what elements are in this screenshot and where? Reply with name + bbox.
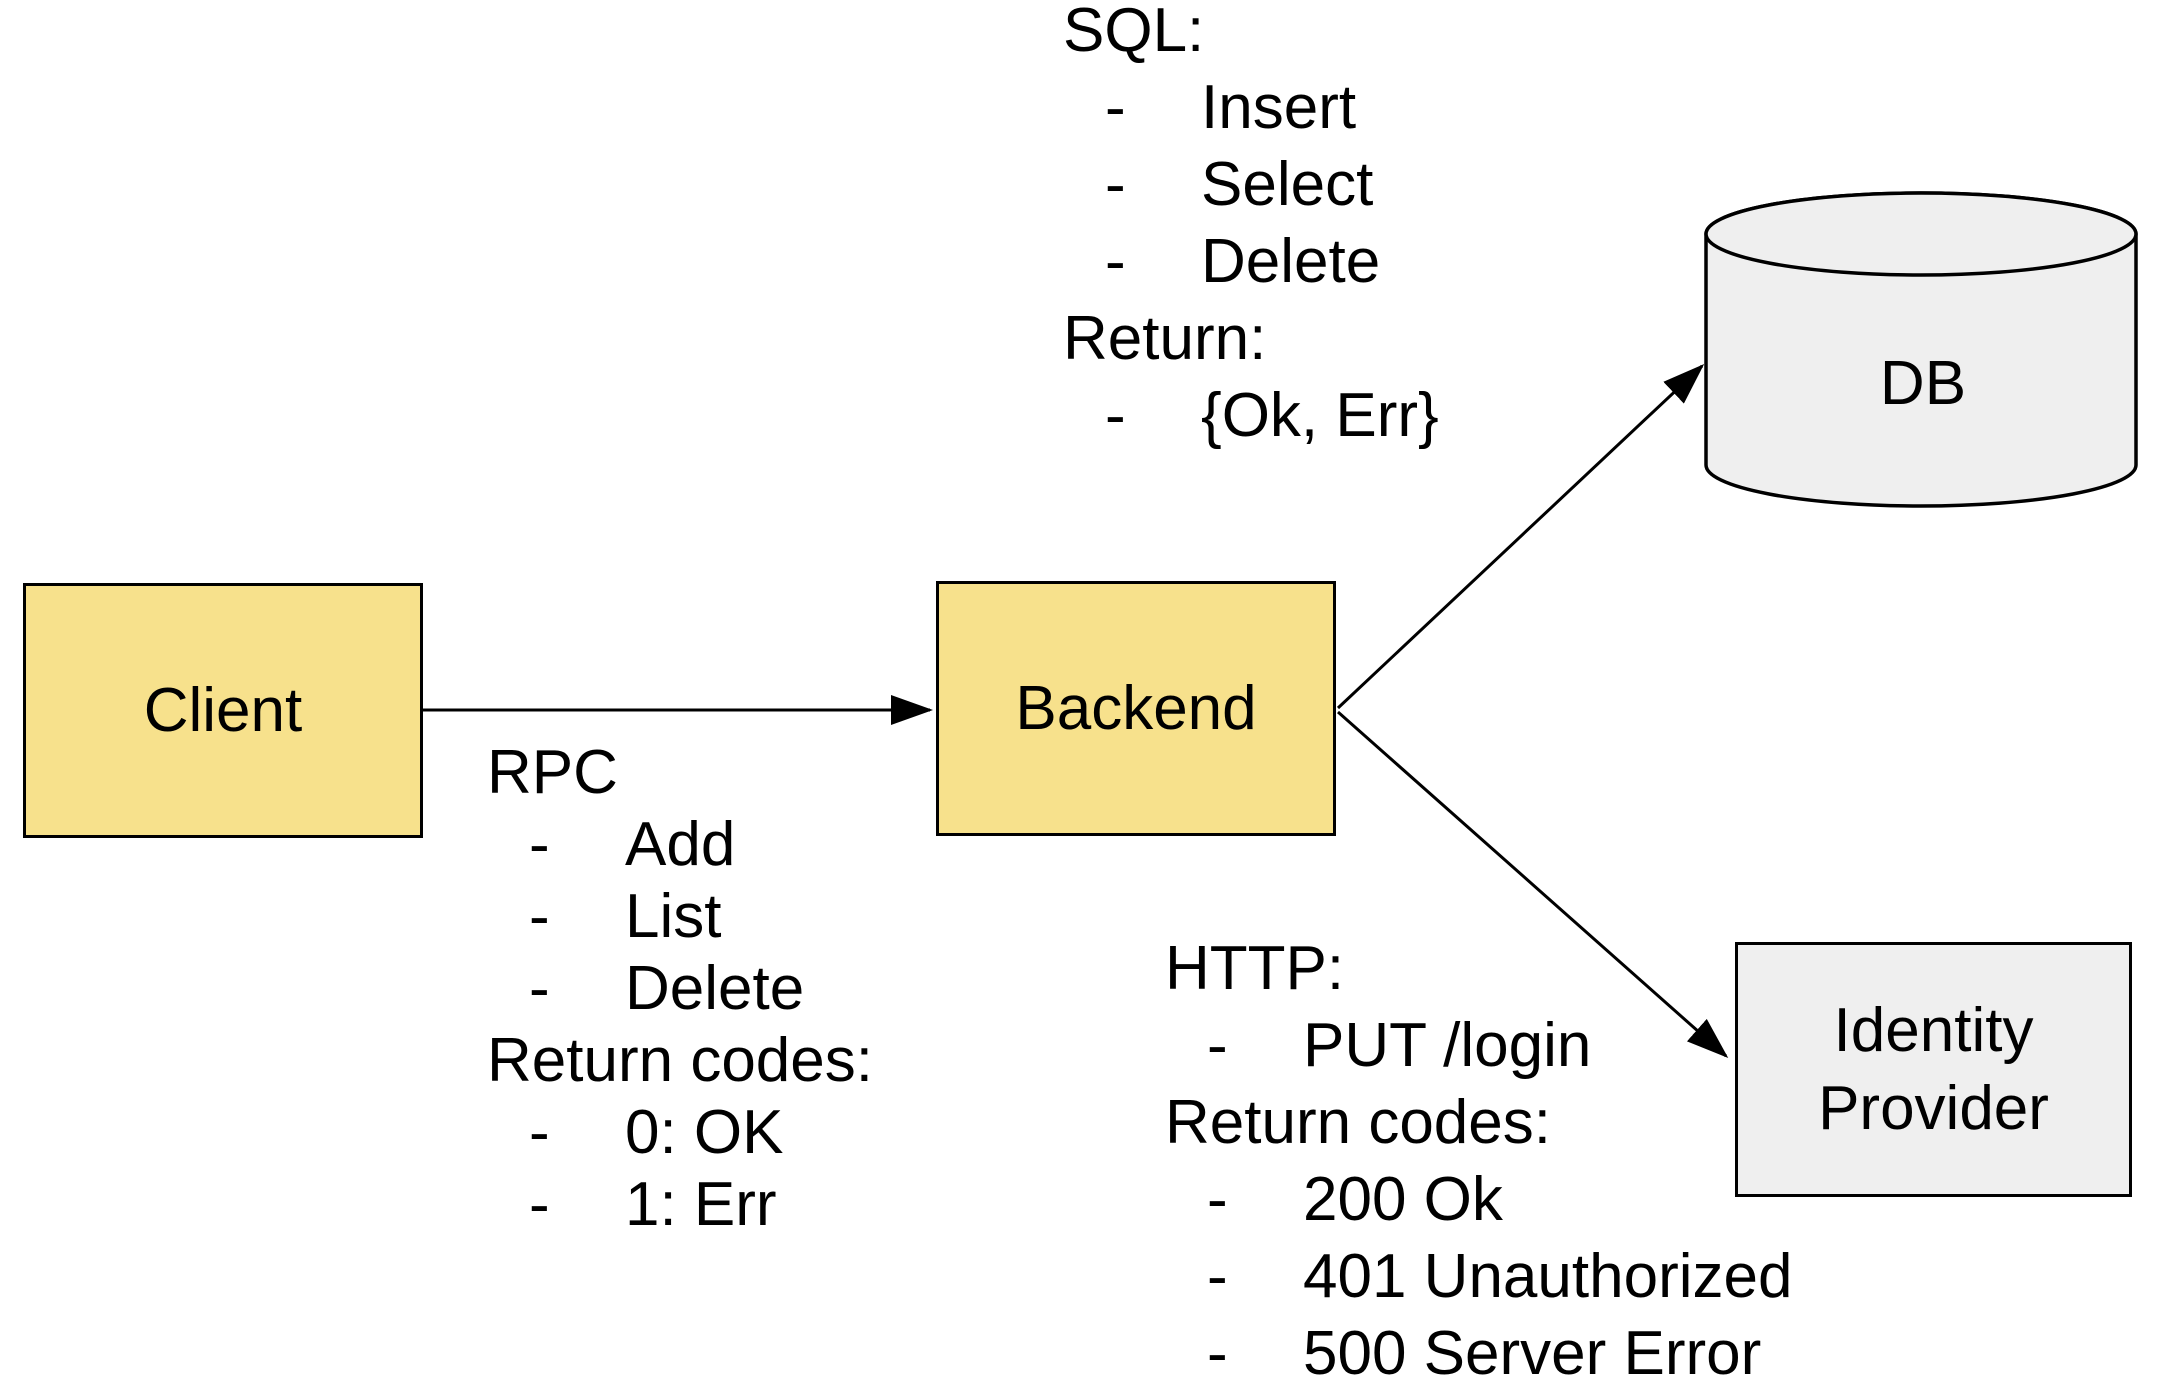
annotation-line: - 200 Ok [1165, 1161, 1792, 1238]
http-annotation-block: HTTP: - PUT /login Return codes: - 200 O… [1165, 930, 1792, 1392]
client-node: Client [23, 583, 423, 838]
bullet-dash: - [1105, 227, 1126, 296]
bullet-dash: - [529, 954, 550, 1023]
bullet-dash: - [1207, 1011, 1228, 1080]
bullet-dash: - [529, 1170, 550, 1239]
annotation-text: RPC [487, 738, 618, 807]
database-cylinder-icon [1704, 191, 2138, 508]
bullet-dash: - [1207, 1242, 1228, 1311]
annotation-line: - Add [487, 809, 873, 881]
rpc-annotation-block: RPC - Add - List - Delete Return codes: … [487, 737, 873, 1241]
arrow-backend-to-db [1336, 363, 1705, 710]
annotation-text: SQL: [1063, 0, 1205, 65]
annotation-text: Delete [1201, 227, 1381, 296]
annotation-line: - List [487, 881, 873, 953]
annotation-text: Select [1201, 150, 1374, 219]
bullet-dash: - [529, 1098, 550, 1167]
bullet-dash: - [529, 810, 550, 879]
client-node-label: Client [143, 676, 303, 745]
annotation-text: Add [625, 810, 736, 879]
annotation-text: 1: Err [625, 1170, 777, 1239]
annotation-line: - {Ok, Err} [1063, 377, 1439, 454]
backend-node-label: Backend [1015, 674, 1257, 743]
annotation-line: Return codes: [487, 1025, 873, 1097]
arrow-backend-to-identity-provider [1337, 710, 1729, 1058]
annotation-line: Return codes: [1165, 1084, 1792, 1161]
sql-annotation-block: SQL: - Insert - Select - Delete Return: … [1063, 0, 1439, 454]
bullet-dash: - [529, 882, 550, 951]
annotation-line: - 1: Err [487, 1169, 873, 1241]
annotation-line: SQL: [1063, 0, 1439, 69]
annotation-text: Delete [625, 954, 805, 1023]
annotation-line: - 401 Unauthorized [1165, 1238, 1792, 1315]
annotation-line: - Delete [487, 953, 873, 1025]
annotation-text: Return codes: [487, 1026, 873, 1095]
annotation-text: Return: [1063, 304, 1267, 373]
annotation-text: 401 Unauthorized [1303, 1242, 1793, 1311]
backend-node: Backend [936, 581, 1336, 836]
annotation-line: - Delete [1063, 223, 1439, 300]
annotation-text: 200 Ok [1303, 1165, 1503, 1234]
annotation-text: Return codes: [1165, 1088, 1551, 1157]
bullet-dash: - [1105, 150, 1126, 219]
annotation-line: - PUT /login [1165, 1007, 1792, 1084]
annotation-text: HTTP: [1165, 934, 1345, 1003]
annotation-line: - 0: OK [487, 1097, 873, 1169]
annotation-line: - Select [1063, 146, 1439, 223]
bullet-dash: - [1207, 1165, 1228, 1234]
annotation-line: - 500 Server Error [1165, 1315, 1792, 1392]
annotation-text: Insert [1201, 73, 1357, 142]
annotation-line: HTTP: [1165, 930, 1792, 1007]
annotation-line: - Insert [1063, 69, 1439, 146]
bullet-dash: - [1207, 1319, 1228, 1388]
bullet-dash: - [1105, 73, 1126, 142]
annotation-text: 0: OK [625, 1098, 784, 1167]
identity-provider-node-label: Identity Provider [1818, 995, 2049, 1143]
bullet-dash: - [1105, 381, 1126, 450]
annotation-text: PUT /login [1303, 1011, 1592, 1080]
annotation-line: RPC [487, 737, 873, 809]
annotation-line: Return: [1063, 300, 1439, 377]
annotation-text: {Ok, Err} [1201, 381, 1439, 450]
annotation-text: 500 Server Error [1303, 1319, 1762, 1388]
db-node-label: DB [1879, 348, 1967, 418]
annotation-text: List [625, 882, 722, 951]
identity-provider-node: Identity Provider [1735, 942, 2132, 1197]
